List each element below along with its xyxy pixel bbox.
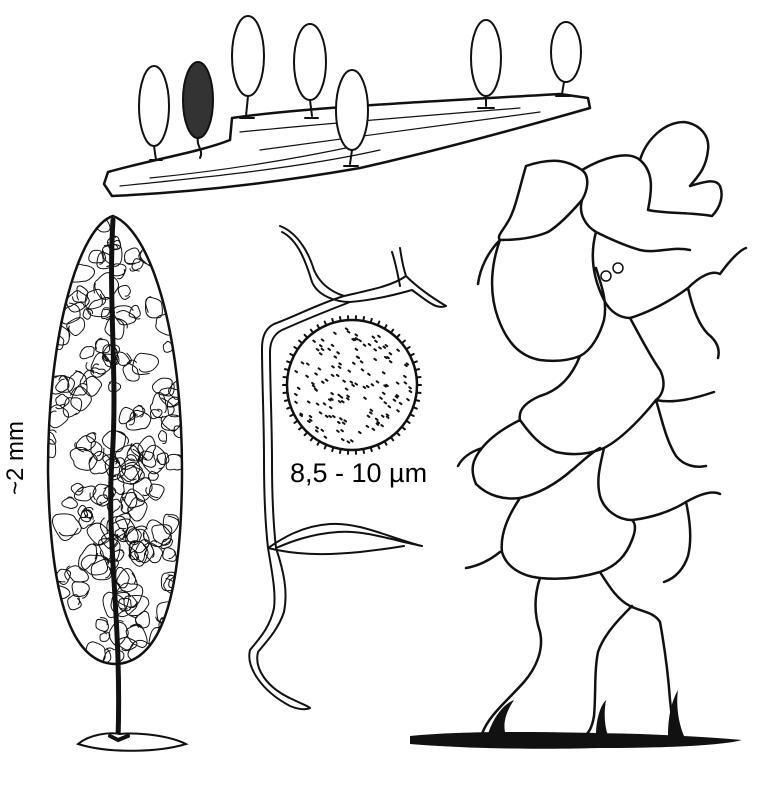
spore-size-label: 8,5 - 10 µm [290,458,428,488]
sporocarp-small [470,19,502,109]
sporocarp-small [550,21,582,97]
small-head [335,69,369,151]
small-head [293,23,327,101]
stalk-base [108,734,130,742]
hypothallus-base [75,732,189,752]
small-head-dark [182,61,214,139]
capillitial-threads [248,225,447,711]
sporocarp-small [335,69,369,167]
wood-grain [119,107,541,187]
body-size-label: ~2 mm [2,420,29,495]
sporocarp-small [231,15,265,119]
small-stalk [304,99,319,119]
sporocarp-small [293,23,327,119]
small-stalk [149,145,163,161]
small-head [550,21,582,83]
habit-group [102,15,592,198]
network-nodes [488,690,684,736]
network-mesh [456,120,748,738]
peridial-network [410,120,748,749]
small-stalk [343,149,359,167]
sporocarp-large [46,214,189,752]
network-vesicle [612,262,624,274]
wood-log [102,92,592,198]
network-vesicle [600,270,612,282]
small-head [470,19,502,97]
small-stalk [196,137,203,159]
small-stalk [239,95,255,119]
columella [108,217,122,743]
spore-ornamentation [282,315,422,455]
small-stalk [477,95,495,109]
sporocarp-small [182,61,214,159]
substrate-base [410,732,742,749]
small-stalk [555,81,571,97]
small-head [231,15,265,97]
spore-detail [248,225,447,711]
spore-warts [282,315,422,455]
sporocarp-small [138,65,170,161]
small-head [138,65,170,147]
